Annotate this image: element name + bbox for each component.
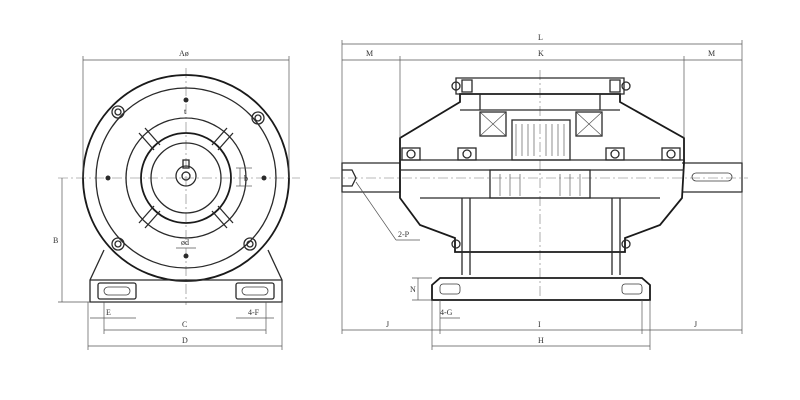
label-d-phi: ød — [181, 238, 189, 247]
label-c: C — [182, 320, 187, 329]
label-4f: 4-F — [248, 308, 260, 317]
side-view: L M K M 2-P N 4-G J I J H — [330, 33, 748, 350]
bearing-left-outer — [401, 147, 421, 161]
bolt-bottom-left — [111, 237, 125, 251]
label-l: L — [538, 33, 543, 42]
label-n: N — [410, 285, 416, 294]
bolt-top-right — [251, 111, 265, 125]
label-i: I — [538, 320, 541, 329]
label-m-right: M — [708, 49, 715, 58]
label-b-lower: b — [244, 174, 248, 183]
front-view: Aø B t b ød E 4-F C D — [53, 49, 300, 350]
bearing-right-outer — [661, 147, 681, 161]
label-d: D — [182, 336, 188, 345]
bearing-right-inner — [605, 147, 625, 161]
bolt-bottom-right — [243, 237, 257, 251]
label-e: E — [106, 308, 111, 317]
label-h: H — [538, 336, 544, 345]
label-j-left: J — [386, 320, 389, 329]
coil-right — [575, 111, 603, 137]
label-j-right: J — [694, 320, 697, 329]
bolt-top-left — [111, 105, 125, 119]
label-a-phi: Aø — [179, 49, 189, 58]
label-t: t — [184, 107, 187, 116]
coil-left — [479, 111, 507, 137]
rotor-section — [489, 119, 591, 199]
label-2p: 2-P — [398, 230, 410, 239]
label-4g: 4-G — [440, 308, 453, 317]
label-m-left: M — [366, 49, 373, 58]
label-k: K — [538, 49, 544, 58]
bearing-left-inner — [457, 147, 477, 161]
label-b: B — [53, 236, 58, 245]
